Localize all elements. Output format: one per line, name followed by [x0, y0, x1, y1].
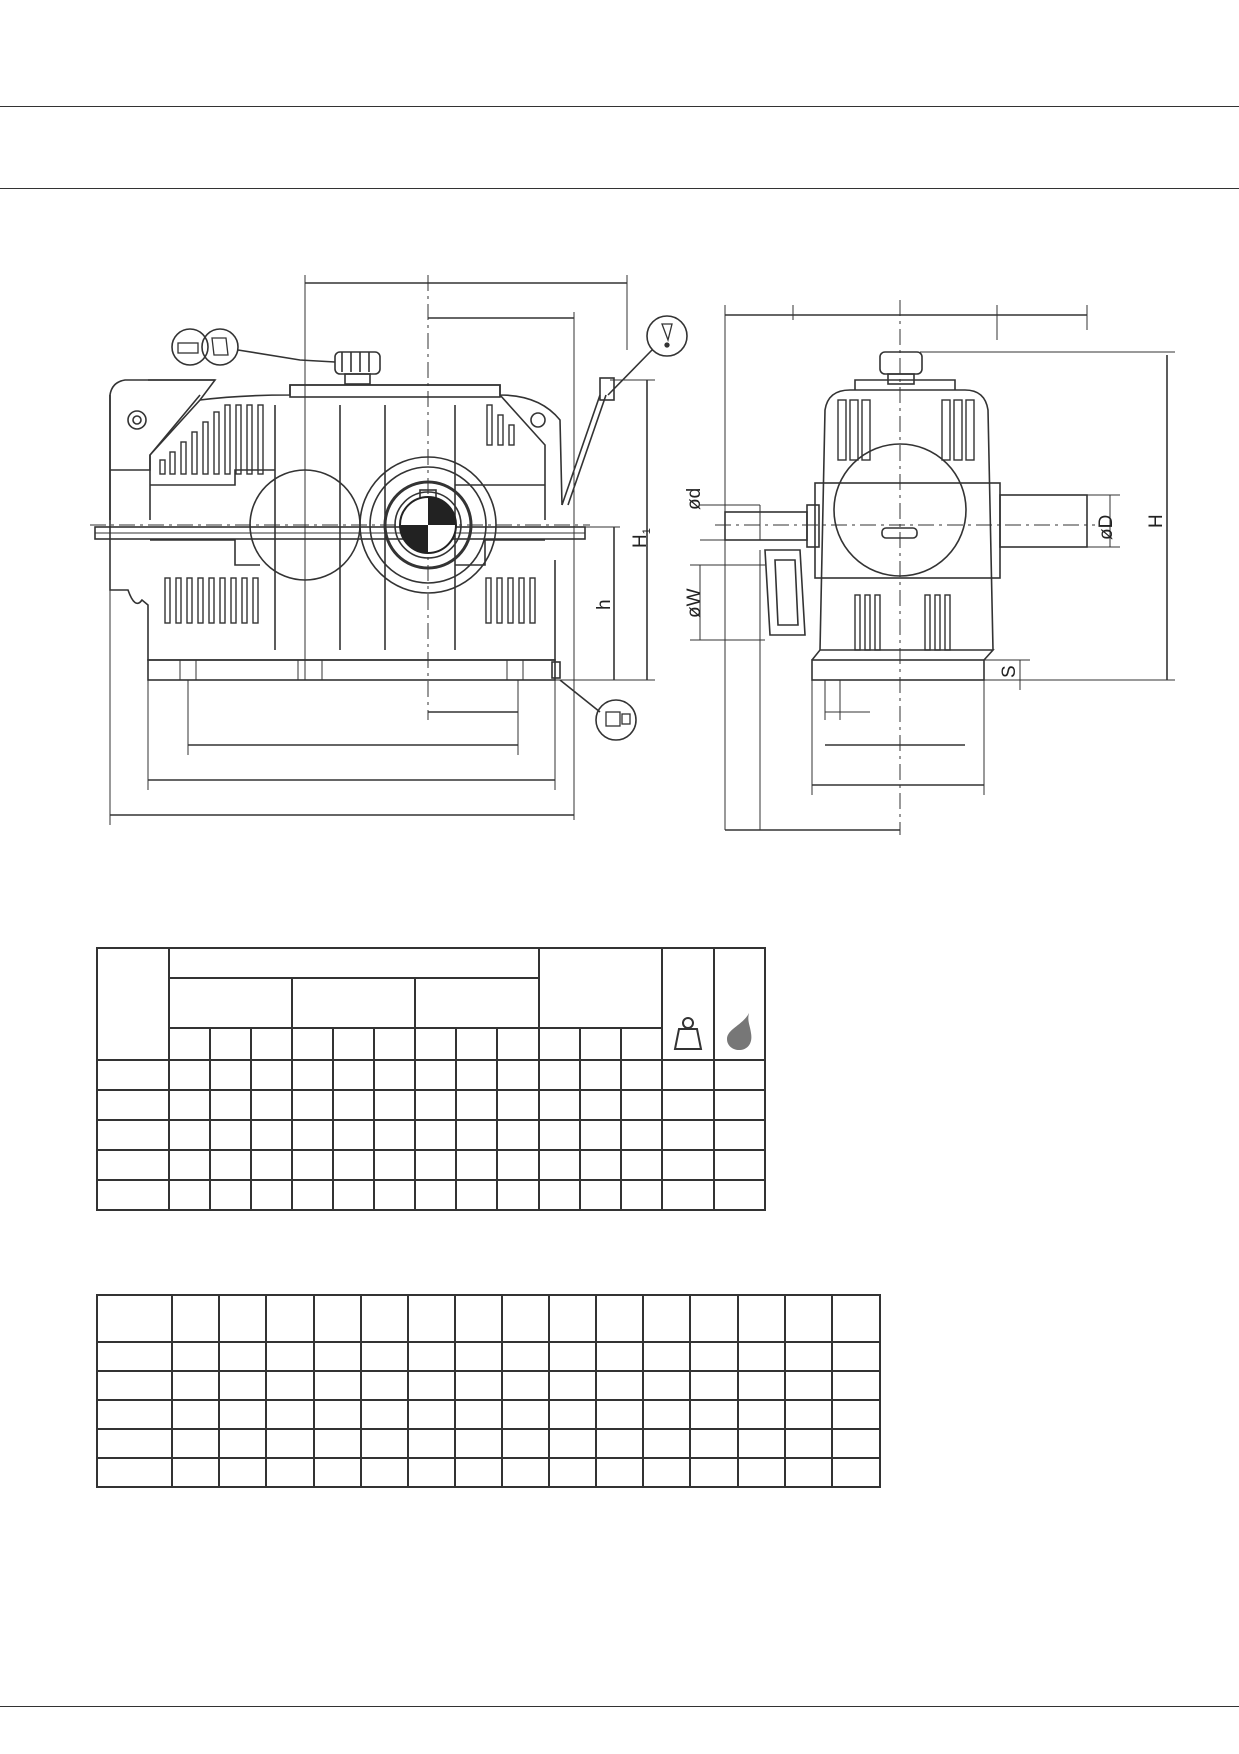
gearbox-drawing: H1 h ød øW øD H S	[90, 275, 1175, 835]
breather-icon	[661, 323, 673, 348]
table-2	[95, 1294, 882, 1488]
table-row	[95, 1370, 882, 1401]
table-1	[95, 947, 767, 1211]
table-row	[95, 1059, 767, 1091]
weight-icon	[673, 1017, 702, 1050]
top-rule-2	[0, 188, 1239, 189]
oil-fill-icon	[177, 337, 229, 356]
front-view	[90, 275, 688, 825]
top-rule-1	[0, 106, 1239, 107]
table-row	[95, 1089, 767, 1121]
table-row	[97, 977, 765, 1029]
label-d-small: ød	[684, 488, 705, 510]
table-row	[95, 1399, 882, 1430]
oil-column-header	[712, 947, 767, 1061]
table-row	[97, 1027, 765, 1061]
oil-drop-icon	[727, 1013, 752, 1050]
label-h1: H1	[630, 528, 653, 548]
table-row	[95, 1294, 882, 1343]
weight-column-header	[660, 947, 715, 1061]
table-row	[95, 947, 767, 1061]
table-row	[95, 1428, 882, 1459]
label-h: h	[594, 599, 615, 610]
side-view	[690, 300, 1175, 835]
oil-drain-icon	[605, 711, 631, 727]
table-row	[95, 1149, 767, 1181]
label-H: H	[1146, 514, 1167, 528]
table-row	[95, 1119, 767, 1151]
label-d-big: øD	[1096, 515, 1117, 540]
table-row	[95, 1457, 882, 1488]
label-s: S	[999, 665, 1020, 678]
label-w: øW	[684, 588, 705, 618]
center-of-gravity-marker	[399, 496, 457, 554]
table-row	[95, 1179, 767, 1211]
table-row	[95, 1341, 882, 1372]
bottom-rule	[0, 1706, 1239, 1707]
